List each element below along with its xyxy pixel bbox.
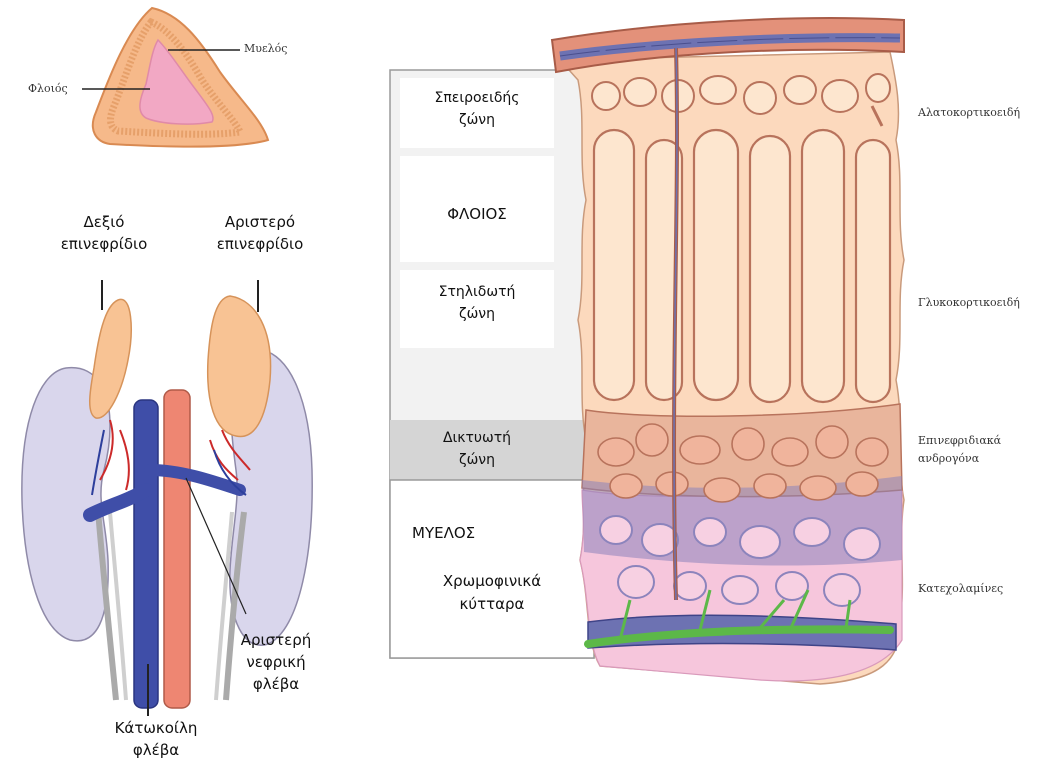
histology-column — [552, 18, 904, 684]
zone-reticularis-label: Δικτυωτή ζώνη — [400, 428, 554, 471]
zone-cortex-label: ΦΛΟΙΟΣ — [400, 203, 554, 226]
vena-cava-label: Κάτωκοίλη φλέβα — [96, 718, 216, 762]
small-adrenal-section — [82, 8, 268, 147]
zone-medulla-label: ΜΥΕΛΟΣ — [412, 522, 475, 545]
medulla-band — [390, 480, 594, 658]
right-adrenal-label: Δεξιό επινεφρίδιο — [44, 212, 164, 256]
small-medulla-label: Μυελός — [244, 42, 287, 55]
hormone-glucocorticoids-label: Γλυκοκορτικοειδή — [918, 296, 1020, 309]
hormone-mineralocorticoids-label: Αλατοκορτικοειδή — [918, 106, 1020, 119]
hormone-androgens-label: Επινεφριδιακά ανδρογόνα — [918, 432, 1001, 467]
left-renal-vein-label: Αριστερή νεφρική φλέβα — [226, 630, 326, 695]
small-cortex-label: Φλοιός — [28, 82, 68, 95]
zone-chromaffin-label: Χρωμοφινικά κύτταρα — [400, 570, 584, 617]
hormone-catecholamines-label: Κατεχολαμίνες — [918, 582, 1003, 595]
left-adrenal-label: Αριστερό επινεφρίδιο — [196, 212, 324, 256]
zone-glomerulosa-label: Σπειροειδής ζώνη — [400, 88, 554, 131]
zone-fasciculata-label: Στηλιδωτή ζώνη — [400, 282, 554, 325]
